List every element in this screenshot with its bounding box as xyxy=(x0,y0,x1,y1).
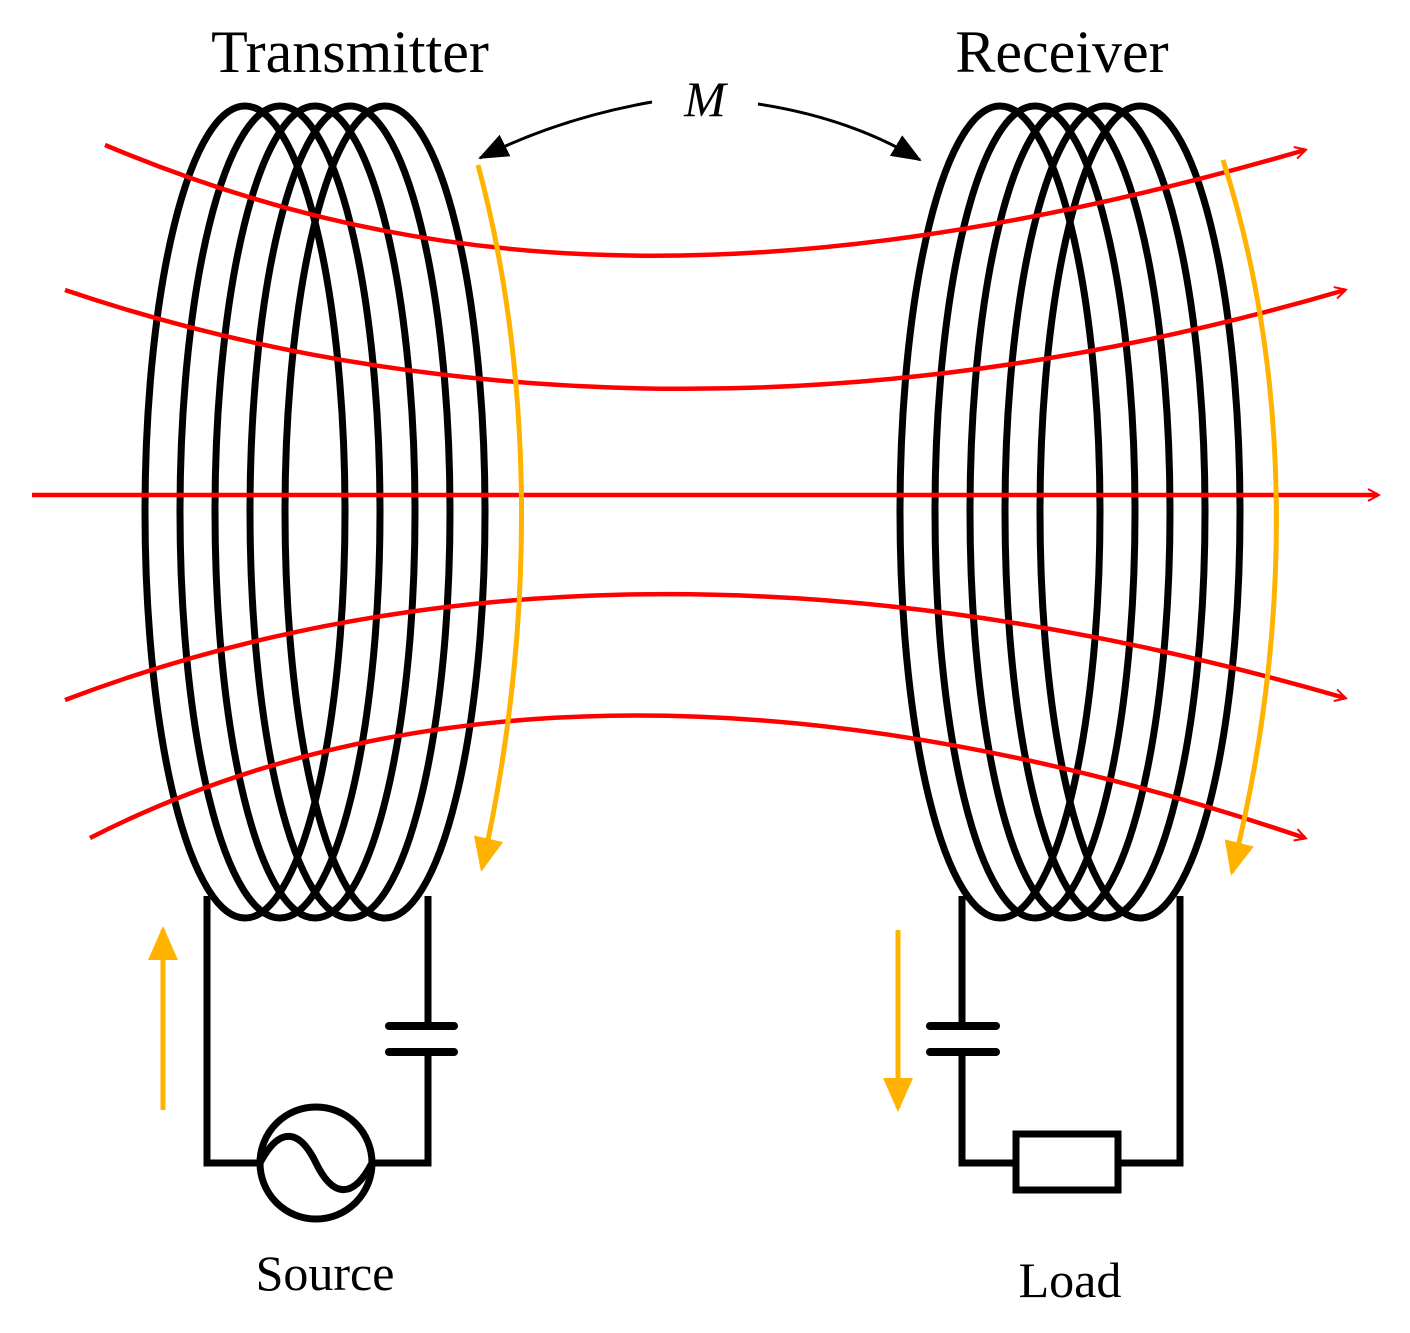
receiver-coil-turn xyxy=(1001,102,1209,922)
receiver-coil-turn xyxy=(966,102,1174,922)
transmitter-wire-right-bottom xyxy=(372,1053,432,1167)
receiver-circuit xyxy=(926,896,1184,1194)
field-line xyxy=(64,591,1345,703)
receiver-coil-turn xyxy=(896,102,1104,922)
receiver-coil-turn xyxy=(931,102,1139,922)
magnetic-field-lines xyxy=(32,142,1378,838)
current-direction-arrows xyxy=(148,159,1279,1112)
load-label: Load xyxy=(1019,1252,1122,1308)
transmitter-coil-turn xyxy=(246,102,454,922)
receiver-title: Receiver xyxy=(955,19,1168,85)
transmitter-current-arrow xyxy=(473,164,524,872)
transmitter-wire-left xyxy=(203,896,260,1167)
receiver-coil-turn xyxy=(1036,102,1244,922)
source-label: Source xyxy=(256,1245,395,1301)
transmitter-coil xyxy=(141,102,489,922)
load-resistor xyxy=(1012,1130,1122,1194)
field-line xyxy=(88,713,1305,838)
transmitter-coil-turn xyxy=(141,102,349,922)
ac-source-icon xyxy=(256,1103,376,1223)
transmitter-circuit xyxy=(203,896,458,1223)
mutual-arrow-to-transmitter xyxy=(478,100,653,160)
receiver-wire-left-bottom xyxy=(958,1053,1016,1167)
receiver-current-arrow xyxy=(1220,159,1279,876)
mutual-inductance-label: M xyxy=(683,71,728,127)
transmitter-coil-turn xyxy=(211,102,419,922)
receiver-wire-right xyxy=(1118,896,1184,1167)
transmitter-coil-turn xyxy=(281,102,489,922)
field-line xyxy=(104,142,1305,258)
mutual-arrow-to-receiver xyxy=(757,102,922,162)
transmitter-title: Transmitter xyxy=(211,19,489,85)
receiver-coil xyxy=(896,102,1244,922)
field-line xyxy=(64,290,1345,391)
transmitter-coil-turn xyxy=(176,102,384,922)
